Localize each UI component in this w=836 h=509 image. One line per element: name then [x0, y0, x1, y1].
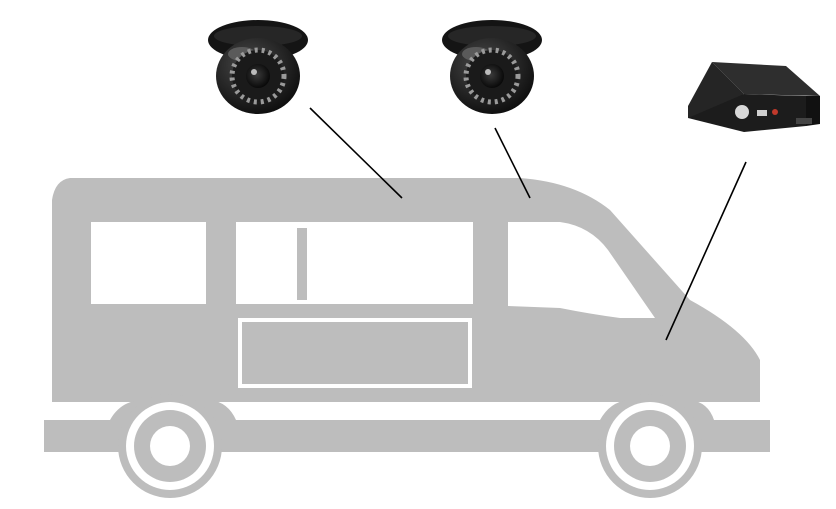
camera-1-connector-line: [309, 107, 403, 199]
van-side-window: [236, 222, 473, 304]
van-front-window: [508, 222, 655, 318]
connector-lines: [309, 107, 747, 341]
camera-2-connector-line: [494, 127, 531, 199]
mdvr-recorder-icon: [688, 62, 820, 132]
van-rear-window: [91, 222, 206, 304]
van-lower-panel: [44, 400, 770, 452]
dvr-connector-line: [665, 161, 747, 341]
van-rear-wheel: [118, 394, 222, 498]
van-front-wheel: [598, 394, 702, 498]
dome-camera-icon: [208, 20, 308, 114]
van-silhouette-icon: [44, 178, 770, 498]
van-cargo-door: [238, 318, 472, 388]
van-door-pillar: [297, 228, 307, 300]
dome-camera-icon: [442, 20, 542, 114]
